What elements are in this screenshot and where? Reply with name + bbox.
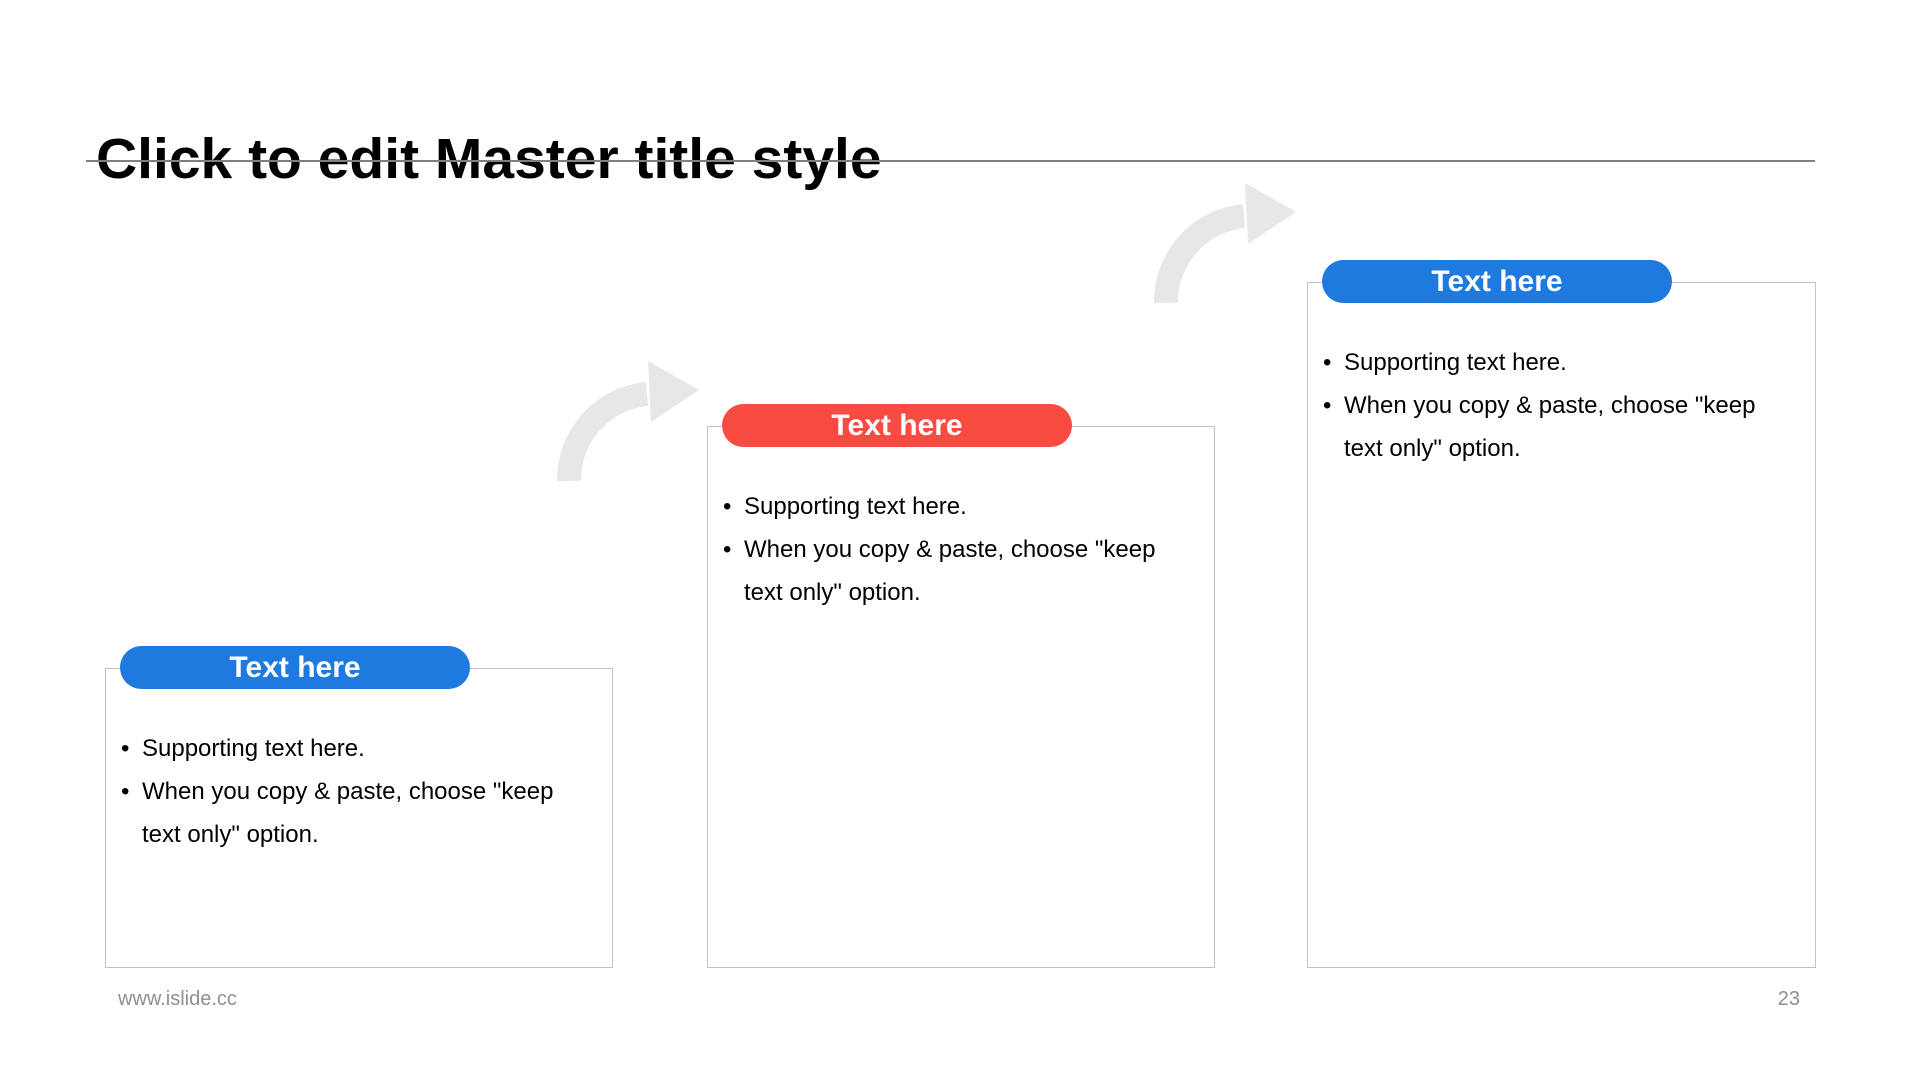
step-card-1-header-pill[interactable]: Text here xyxy=(120,646,470,689)
footer-page-number: 23 xyxy=(1777,988,1800,1010)
bullet-marker: • xyxy=(121,735,130,762)
bullet-item: • When you copy & paste, choose "keep te… xyxy=(1323,384,1797,470)
step-card-1-body[interactable]: • Supporting text here. • When you copy … xyxy=(121,727,594,856)
bullet-marker: • xyxy=(1323,392,1332,419)
step-card-2-body[interactable]: • Supporting text here. • When you copy … xyxy=(723,485,1196,614)
step-card-1[interactable]: Text here • Supporting text here. • When… xyxy=(105,646,613,968)
curved-arrow-icon xyxy=(1153,183,1296,304)
footer-website-link[interactable]: www.islide.cc xyxy=(118,988,237,1010)
bullet-marker: • xyxy=(723,536,732,563)
bullet-text: Supporting text here. xyxy=(1344,349,1567,376)
bullet-text: When you copy & paste, choose "keep text… xyxy=(1344,392,1756,462)
bullet-text: When you copy & paste, choose "keep text… xyxy=(142,778,554,848)
bullet-marker: • xyxy=(723,493,732,520)
step-card-2-header-pill[interactable]: Text here xyxy=(722,404,1072,447)
bullet-text: When you copy & paste, choose "keep text… xyxy=(744,536,1156,606)
bullet-text: Supporting text here. xyxy=(744,493,967,520)
bullet-text: Supporting text here. xyxy=(142,735,365,762)
bullet-marker: • xyxy=(1323,349,1332,376)
bullet-item: • Supporting text here. xyxy=(121,727,594,770)
step-card-3-header-pill[interactable]: Text here xyxy=(1322,260,1672,303)
title-underline-rule xyxy=(86,160,1815,162)
curved-arrow-icon xyxy=(556,361,699,482)
bullet-marker: • xyxy=(121,778,130,805)
bullet-item: • Supporting text here. xyxy=(723,485,1196,528)
bullet-item: • Supporting text here. xyxy=(1323,341,1797,384)
step-card-3[interactable]: Text here • Supporting text here. • When… xyxy=(1307,260,1816,968)
slide-title[interactable]: Click to edit Master title style xyxy=(96,127,882,192)
bullet-item: • When you copy & paste, choose "keep te… xyxy=(723,528,1196,614)
step-card-2[interactable]: Text here • Supporting text here. • When… xyxy=(707,404,1215,968)
bullet-item: • When you copy & paste, choose "keep te… xyxy=(121,770,594,856)
step-card-3-body[interactable]: • Supporting text here. • When you copy … xyxy=(1323,341,1797,470)
